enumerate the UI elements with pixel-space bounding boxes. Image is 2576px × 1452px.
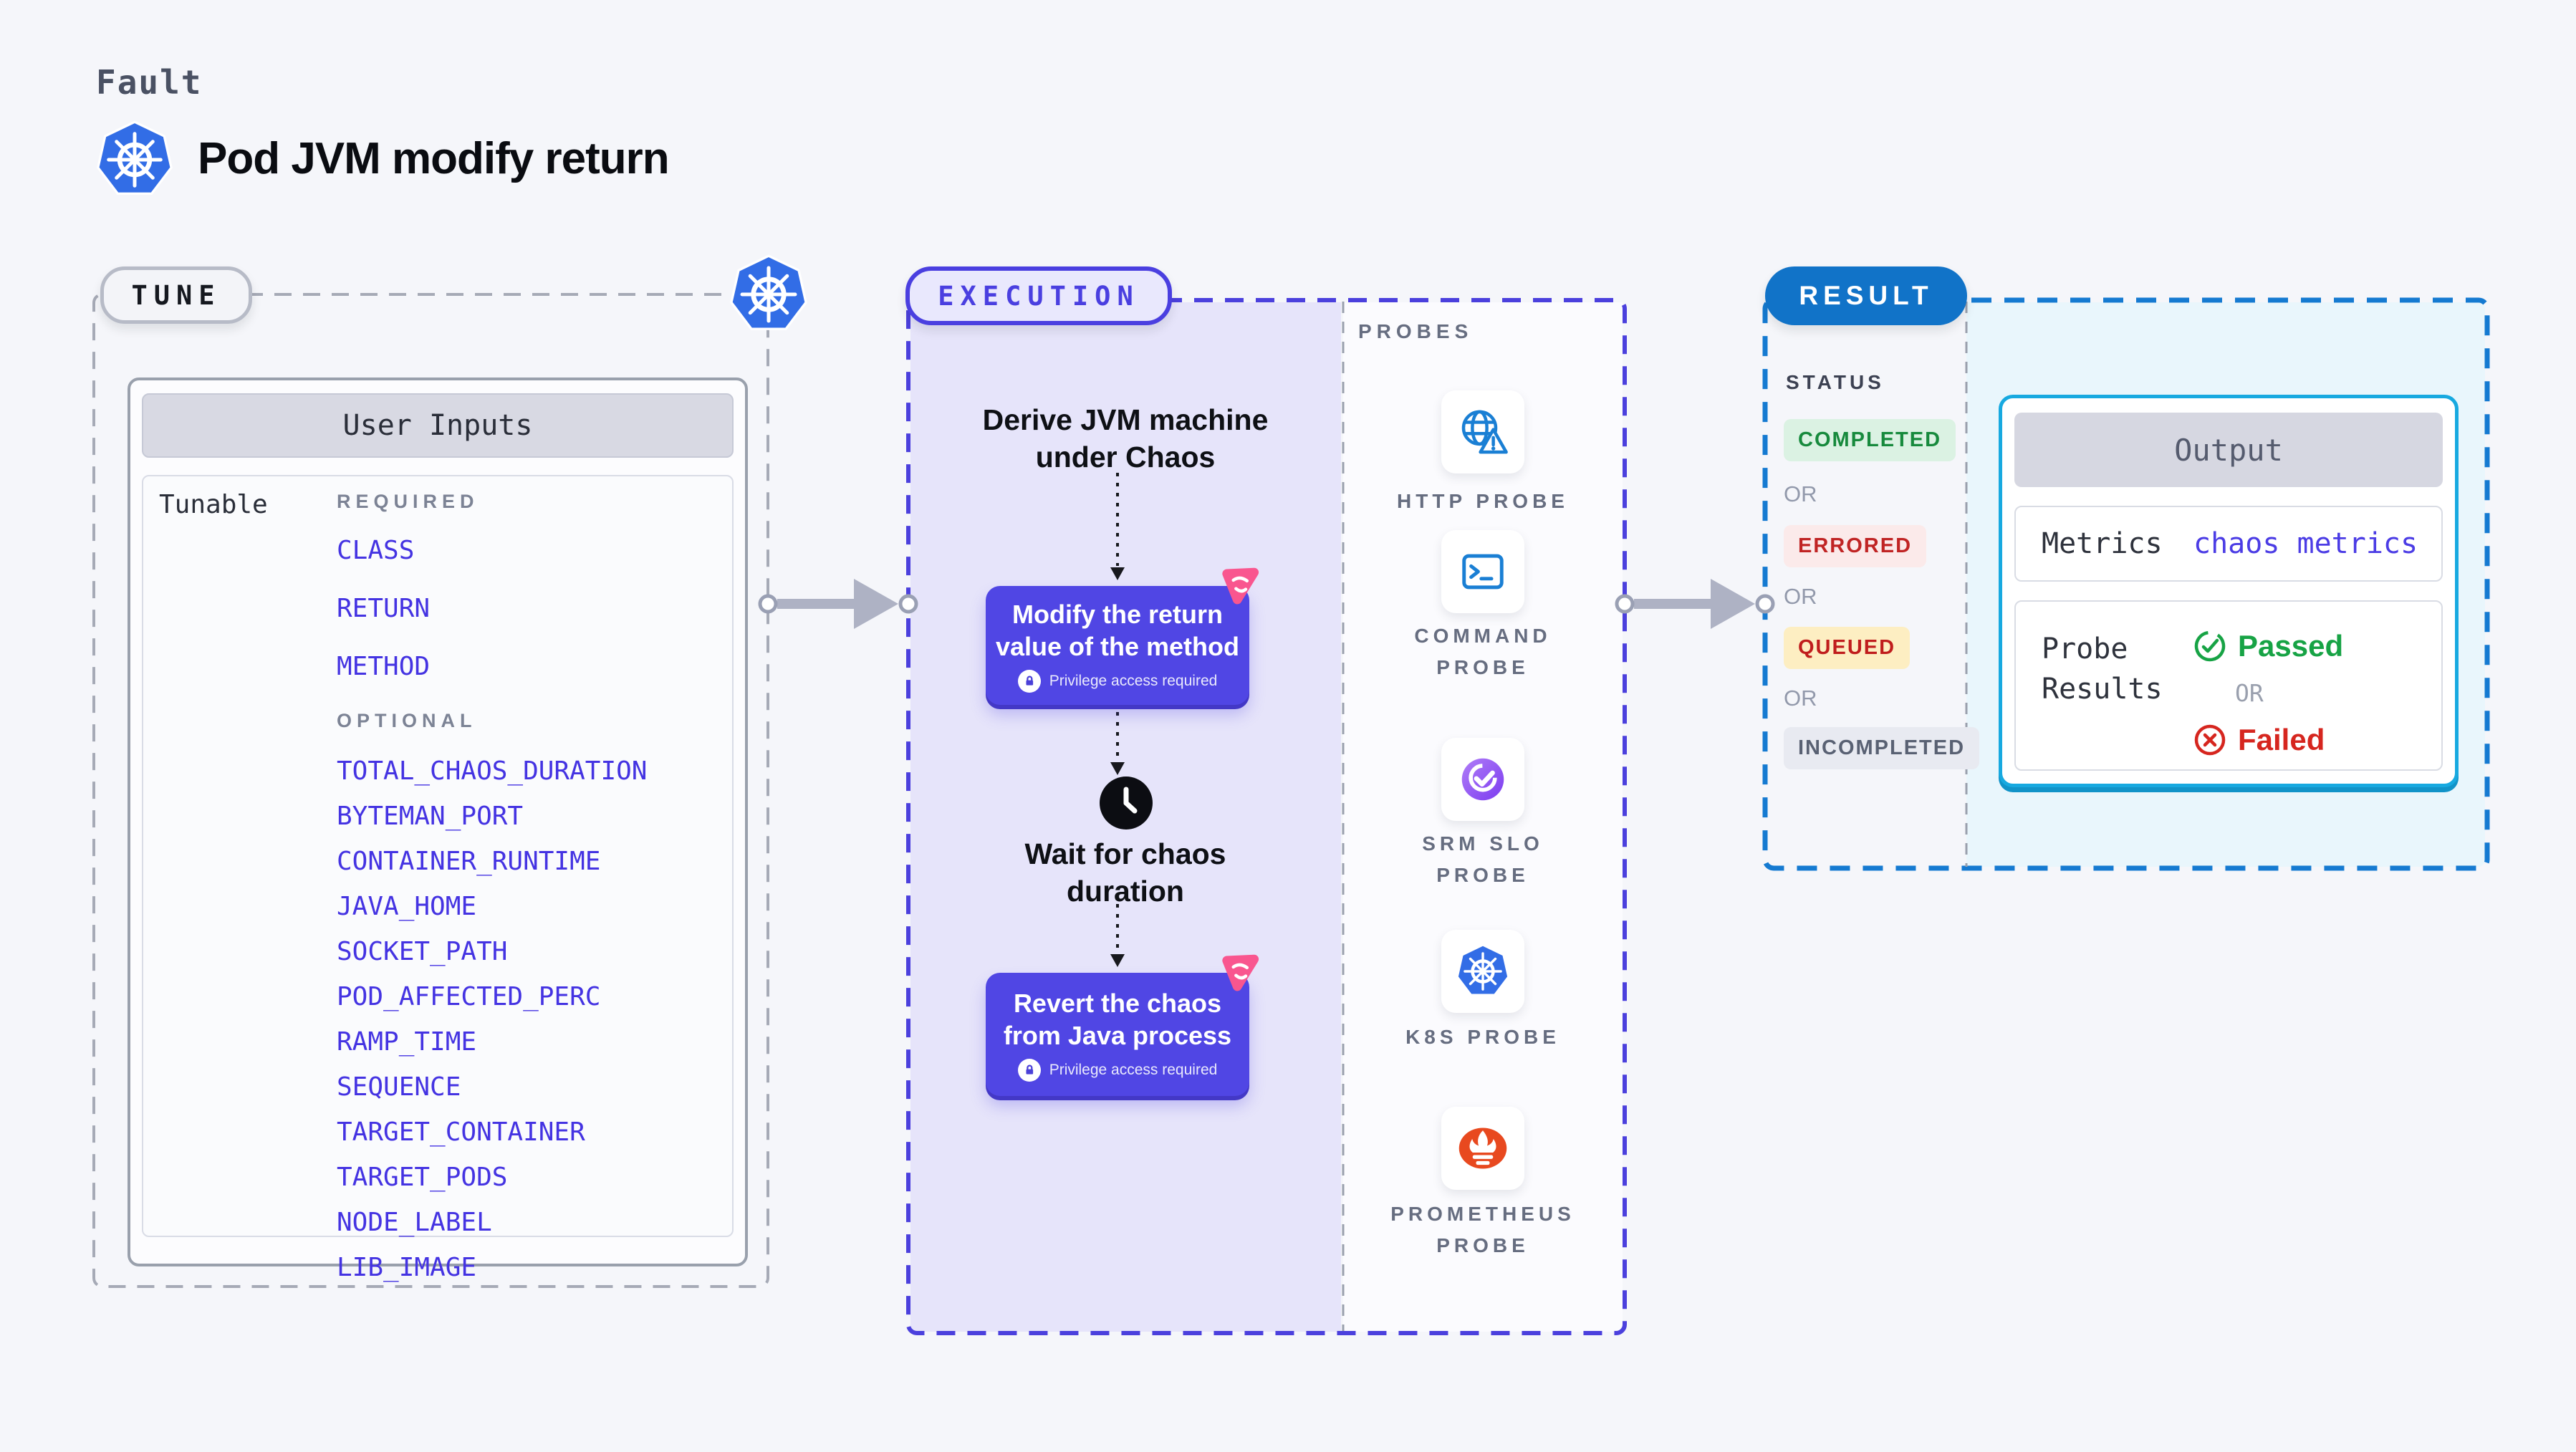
passed-text: Passed	[2238, 629, 2344, 663]
param-link[interactable]: TOTAL_CHAOS_DURATION	[337, 756, 648, 786]
step-title: Modify the return value of the method	[995, 600, 1240, 661]
clock-icon	[1100, 777, 1153, 830]
param-link[interactable]: NODE_LABEL	[337, 1208, 492, 1237]
param-link[interactable]: SOCKET_PATH	[337, 937, 508, 966]
revert-chaos-step: Revert the chaos from Java process Privi…	[986, 973, 1249, 1096]
privilege-badge: Privilege access required	[1017, 670, 1218, 693]
probes-column-label: PROBES	[1358, 320, 1474, 342]
k8s-probe-card[interactable]	[1441, 930, 1524, 1013]
param-link[interactable]: RAMP_TIME	[337, 1027, 477, 1057]
optional-group-label: OPTIONAL	[337, 710, 477, 731]
param-link[interactable]: BYTEMAN_PORT	[337, 802, 524, 831]
slo-check-icon	[1461, 758, 1504, 801]
http-probe-label: HTTP PROBE	[1397, 490, 1569, 512]
privilege-text: Privilege access required	[1049, 1062, 1218, 1078]
or-label: OR	[1784, 481, 1817, 506]
privilege-text: Privilege access required	[1049, 673, 1218, 689]
derive-step-title: Derive JVM machine under Chaos	[982, 403, 1269, 473]
status-badge-queued: QUEUED	[1784, 627, 1911, 669]
tune-section-pill: TUNE	[100, 266, 252, 324]
x-circle-icon	[2194, 724, 2226, 756]
or-label: OR	[1784, 686, 1817, 711]
output-header: Output	[2014, 413, 2443, 487]
or-label: OR	[1784, 584, 1817, 609]
metrics-value-link[interactable]: chaos metrics	[2193, 527, 2418, 560]
param-link[interactable]: CLASS	[337, 536, 415, 565]
required-group-label: REQUIRED	[337, 491, 479, 512]
prometheus-probe-card[interactable]	[1441, 1107, 1524, 1190]
param-link[interactable]: TARGET_CONTAINER	[337, 1117, 585, 1147]
modify-return-step: Modify the return value of the method Pr…	[986, 586, 1249, 705]
execution-section-pill: EXECUTION	[905, 266, 1172, 325]
step-title: Revert the chaos from Java process	[1003, 989, 1232, 1050]
param-link[interactable]: LIB_IMAGE	[337, 1253, 477, 1282]
command-probe-label: COMMAND PROBE	[1414, 625, 1552, 678]
lock-icon	[1017, 670, 1041, 693]
status-badge-completed: COMPLETED	[1784, 419, 1956, 461]
parameters-column: REQUIRED CLASS RETURN METHOD OPTIONAL TO…	[337, 491, 724, 1298]
or-label: OR	[2235, 679, 2264, 707]
result-section-pill: RESULT	[1765, 266, 1967, 325]
page-title: Pod JVM modify return	[198, 134, 670, 183]
param-link[interactable]: JAVA_HOME	[337, 892, 477, 921]
fault-eyebrow: Fault	[96, 63, 203, 102]
check-circle-icon	[2194, 630, 2226, 662]
metrics-label: Metrics	[2042, 527, 2163, 560]
terminal-icon	[1462, 554, 1504, 590]
http-probe-card[interactable]	[1441, 390, 1524, 473]
failed-text: Failed	[2238, 723, 2325, 756]
status-badge-errored: ERRORED	[1784, 525, 1927, 567]
srm-slo-probe-card[interactable]	[1441, 738, 1524, 821]
k8s-probe-label: K8S PROBE	[1405, 1026, 1560, 1048]
param-link[interactable]: CONTAINER_RUNTIME	[337, 847, 601, 876]
status-heading: STATUS	[1786, 371, 1885, 393]
param-link[interactable]: METHOD	[337, 652, 431, 681]
param-link[interactable]: TARGET_PODS	[337, 1163, 508, 1192]
command-probe-card[interactable]	[1441, 530, 1524, 613]
passed-result: Passed	[2193, 629, 2343, 663]
tunable-label: Tunable	[159, 490, 268, 519]
lock-icon	[1017, 1059, 1041, 1082]
prometheus-icon	[1458, 1128, 1507, 1169]
metrics-row: Metrics chaos metrics	[2014, 506, 2443, 582]
probe-results-row: Probe Results Passed OR Failed	[2014, 600, 2443, 771]
probe-results-label: Probe Results	[2042, 633, 2163, 706]
param-link[interactable]: SEQUENCE	[337, 1072, 461, 1102]
privilege-badge: Privilege access required	[1017, 1059, 1218, 1082]
prometheus-probe-label: PROMETHEUS PROBE	[1390, 1203, 1575, 1256]
wait-step-title: Wait for chaos duration	[1024, 837, 1226, 908]
srm-slo-probe-label: SRM SLO PROBE	[1422, 832, 1544, 886]
param-link[interactable]: POD_AFFECTED_PERC	[337, 982, 601, 1011]
param-link[interactable]: RETURN	[337, 594, 431, 623]
failed-result: Failed	[2193, 723, 2343, 757]
globe-warning-icon	[1461, 410, 1508, 454]
status-badge-incompleted: INCOMPLETED	[1784, 727, 1980, 769]
kubernetes-logo	[95, 120, 174, 199]
chaos-swirl-icon	[1218, 953, 1259, 994]
chaos-swirl-icon	[1218, 566, 1259, 607]
user-inputs-header: User Inputs	[142, 393, 734, 458]
kubernetes-corner-icon	[729, 254, 809, 335]
kubernetes-icon	[1456, 944, 1510, 999]
